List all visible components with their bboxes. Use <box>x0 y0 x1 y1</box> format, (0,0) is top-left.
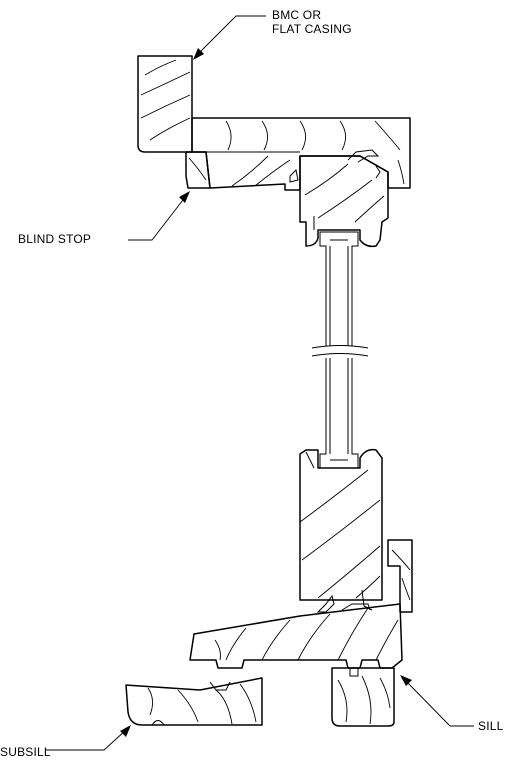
blind-stop-profile <box>185 151 211 189</box>
glazing-unit <box>310 231 370 469</box>
leader-blind-stop <box>128 191 190 241</box>
subsill-block-profile <box>331 667 395 727</box>
subsill-label: SUBSILL <box>0 745 51 759</box>
casing-label-line2: FLAT CASING <box>272 22 352 36</box>
leader-casing <box>193 15 266 60</box>
blind-stop-label: BLIND STOP <box>18 232 92 246</box>
top-sash-profile <box>299 155 389 248</box>
sill-profile <box>189 603 403 669</box>
bottom-sash-profile <box>299 448 383 601</box>
casing-label-line1: BMC OR <box>272 8 322 22</box>
casing-profile <box>137 55 193 153</box>
head-weatherstrip <box>289 149 381 183</box>
leader-sill <box>400 675 474 727</box>
sill-stop-profile <box>387 539 413 613</box>
sill-label: SILL <box>478 719 504 733</box>
leader-subsill <box>46 725 131 751</box>
casing-label: BMC OR FLAT CASING <box>272 8 352 36</box>
head-jamb-profile <box>191 117 411 191</box>
subsill-profile <box>125 677 263 726</box>
